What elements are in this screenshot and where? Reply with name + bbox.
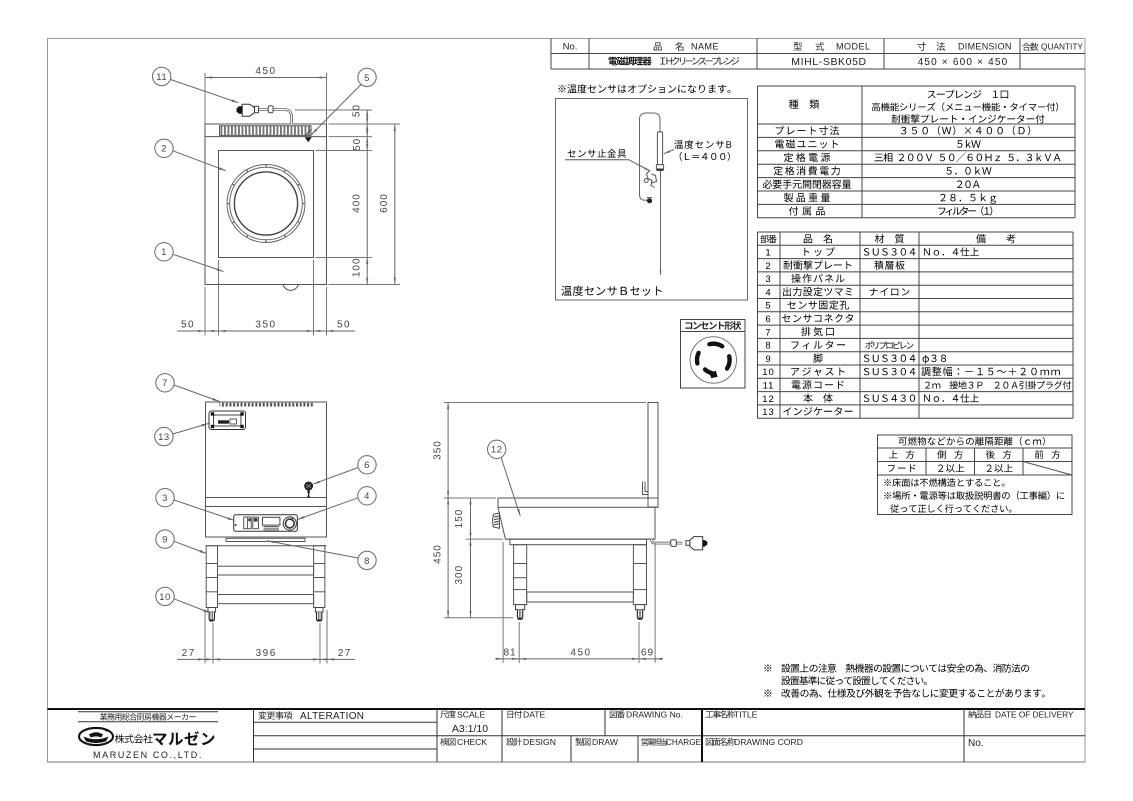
svg-text:SCALE: SCALE xyxy=(457,710,485,720)
svg-text:396: 396 xyxy=(256,648,277,659)
svg-text:27: 27 xyxy=(338,648,352,659)
svg-text:MODEL: MODEL xyxy=(836,42,871,52)
svg-text:MIHL-SBK05D: MIHL-SBK05D xyxy=(791,56,866,68)
svg-text:7: 7 xyxy=(765,327,771,338)
svg-text:ALTERATION: ALTERATION xyxy=(300,711,364,722)
svg-text:DRAW: DRAW xyxy=(592,737,619,747)
svg-text:9: 9 xyxy=(765,354,771,365)
svg-text:CHECK: CHECK xyxy=(457,737,487,747)
svg-text:450: 450 xyxy=(570,648,591,659)
svg-text:1: 1 xyxy=(161,247,167,258)
svg-text:8: 8 xyxy=(364,556,370,567)
svg-text:No.: No. xyxy=(563,42,578,53)
svg-text:13: 13 xyxy=(762,407,775,418)
svg-text:6: 6 xyxy=(765,314,771,325)
svg-text:81: 81 xyxy=(503,648,516,659)
svg-text:450: 450 xyxy=(255,66,276,77)
svg-text:13: 13 xyxy=(158,432,170,443)
svg-text:350: 350 xyxy=(433,440,444,460)
svg-text:50: 50 xyxy=(352,138,363,151)
svg-text:12: 12 xyxy=(762,394,775,405)
svg-text:50: 50 xyxy=(352,104,363,117)
svg-text:DRAWING No.: DRAWING No. xyxy=(626,710,683,720)
svg-text:DIMENSION: DIMENSION xyxy=(958,42,1012,52)
svg-text:3: 3 xyxy=(162,493,168,504)
svg-text:100: 100 xyxy=(352,257,363,277)
svg-text:8: 8 xyxy=(765,341,771,352)
svg-text:DATE OF DELIVERY: DATE OF DELIVERY xyxy=(995,710,1074,720)
svg-text:5: 5 xyxy=(765,301,771,312)
svg-text:CHARGE: CHARGE xyxy=(666,738,702,747)
svg-text:DATE: DATE xyxy=(523,710,546,720)
svg-text:69: 69 xyxy=(641,648,654,659)
svg-text:350: 350 xyxy=(255,320,276,331)
svg-text:11: 11 xyxy=(156,72,167,83)
svg-text:2: 2 xyxy=(161,144,167,155)
svg-text:10: 10 xyxy=(159,592,171,603)
svg-text:300: 300 xyxy=(454,565,465,585)
svg-text:12: 12 xyxy=(491,445,503,456)
svg-text:4: 4 xyxy=(364,491,370,502)
svg-text:450: 450 xyxy=(433,544,444,564)
svg-text:50: 50 xyxy=(337,320,351,331)
svg-text:400: 400 xyxy=(352,193,363,213)
svg-text:9: 9 xyxy=(162,535,168,546)
svg-text:6: 6 xyxy=(364,460,370,471)
svg-text:5: 5 xyxy=(364,73,370,84)
svg-text:DRAWING CORD: DRAWING CORD xyxy=(734,737,803,747)
svg-text:10: 10 xyxy=(762,367,775,378)
svg-text:450 × 600 × 450: 450 × 600 × 450 xyxy=(918,57,1009,68)
svg-text:50: 50 xyxy=(181,320,195,331)
svg-text:4: 4 xyxy=(765,287,771,298)
svg-text:7: 7 xyxy=(162,378,168,389)
svg-text:NAME: NAME xyxy=(691,42,719,52)
svg-text:150: 150 xyxy=(454,509,465,529)
svg-text:600: 600 xyxy=(379,193,390,213)
svg-text:MARUZEN CO.,LTD.: MARUZEN CO.,LTD. xyxy=(93,750,203,760)
svg-text:3: 3 xyxy=(765,274,771,285)
svg-text:TITLE: TITLE xyxy=(734,710,758,720)
svg-text:2: 2 xyxy=(765,261,771,272)
svg-text:A3:1/10: A3:1/10 xyxy=(452,723,488,735)
svg-text:1: 1 xyxy=(765,248,771,259)
svg-text:11: 11 xyxy=(763,381,775,392)
svg-text:27: 27 xyxy=(182,648,196,659)
svg-text:DESIGN: DESIGN xyxy=(523,737,556,747)
svg-text:No.: No. xyxy=(968,738,984,749)
svg-text:QUANTITY: QUANTITY xyxy=(1041,42,1083,52)
